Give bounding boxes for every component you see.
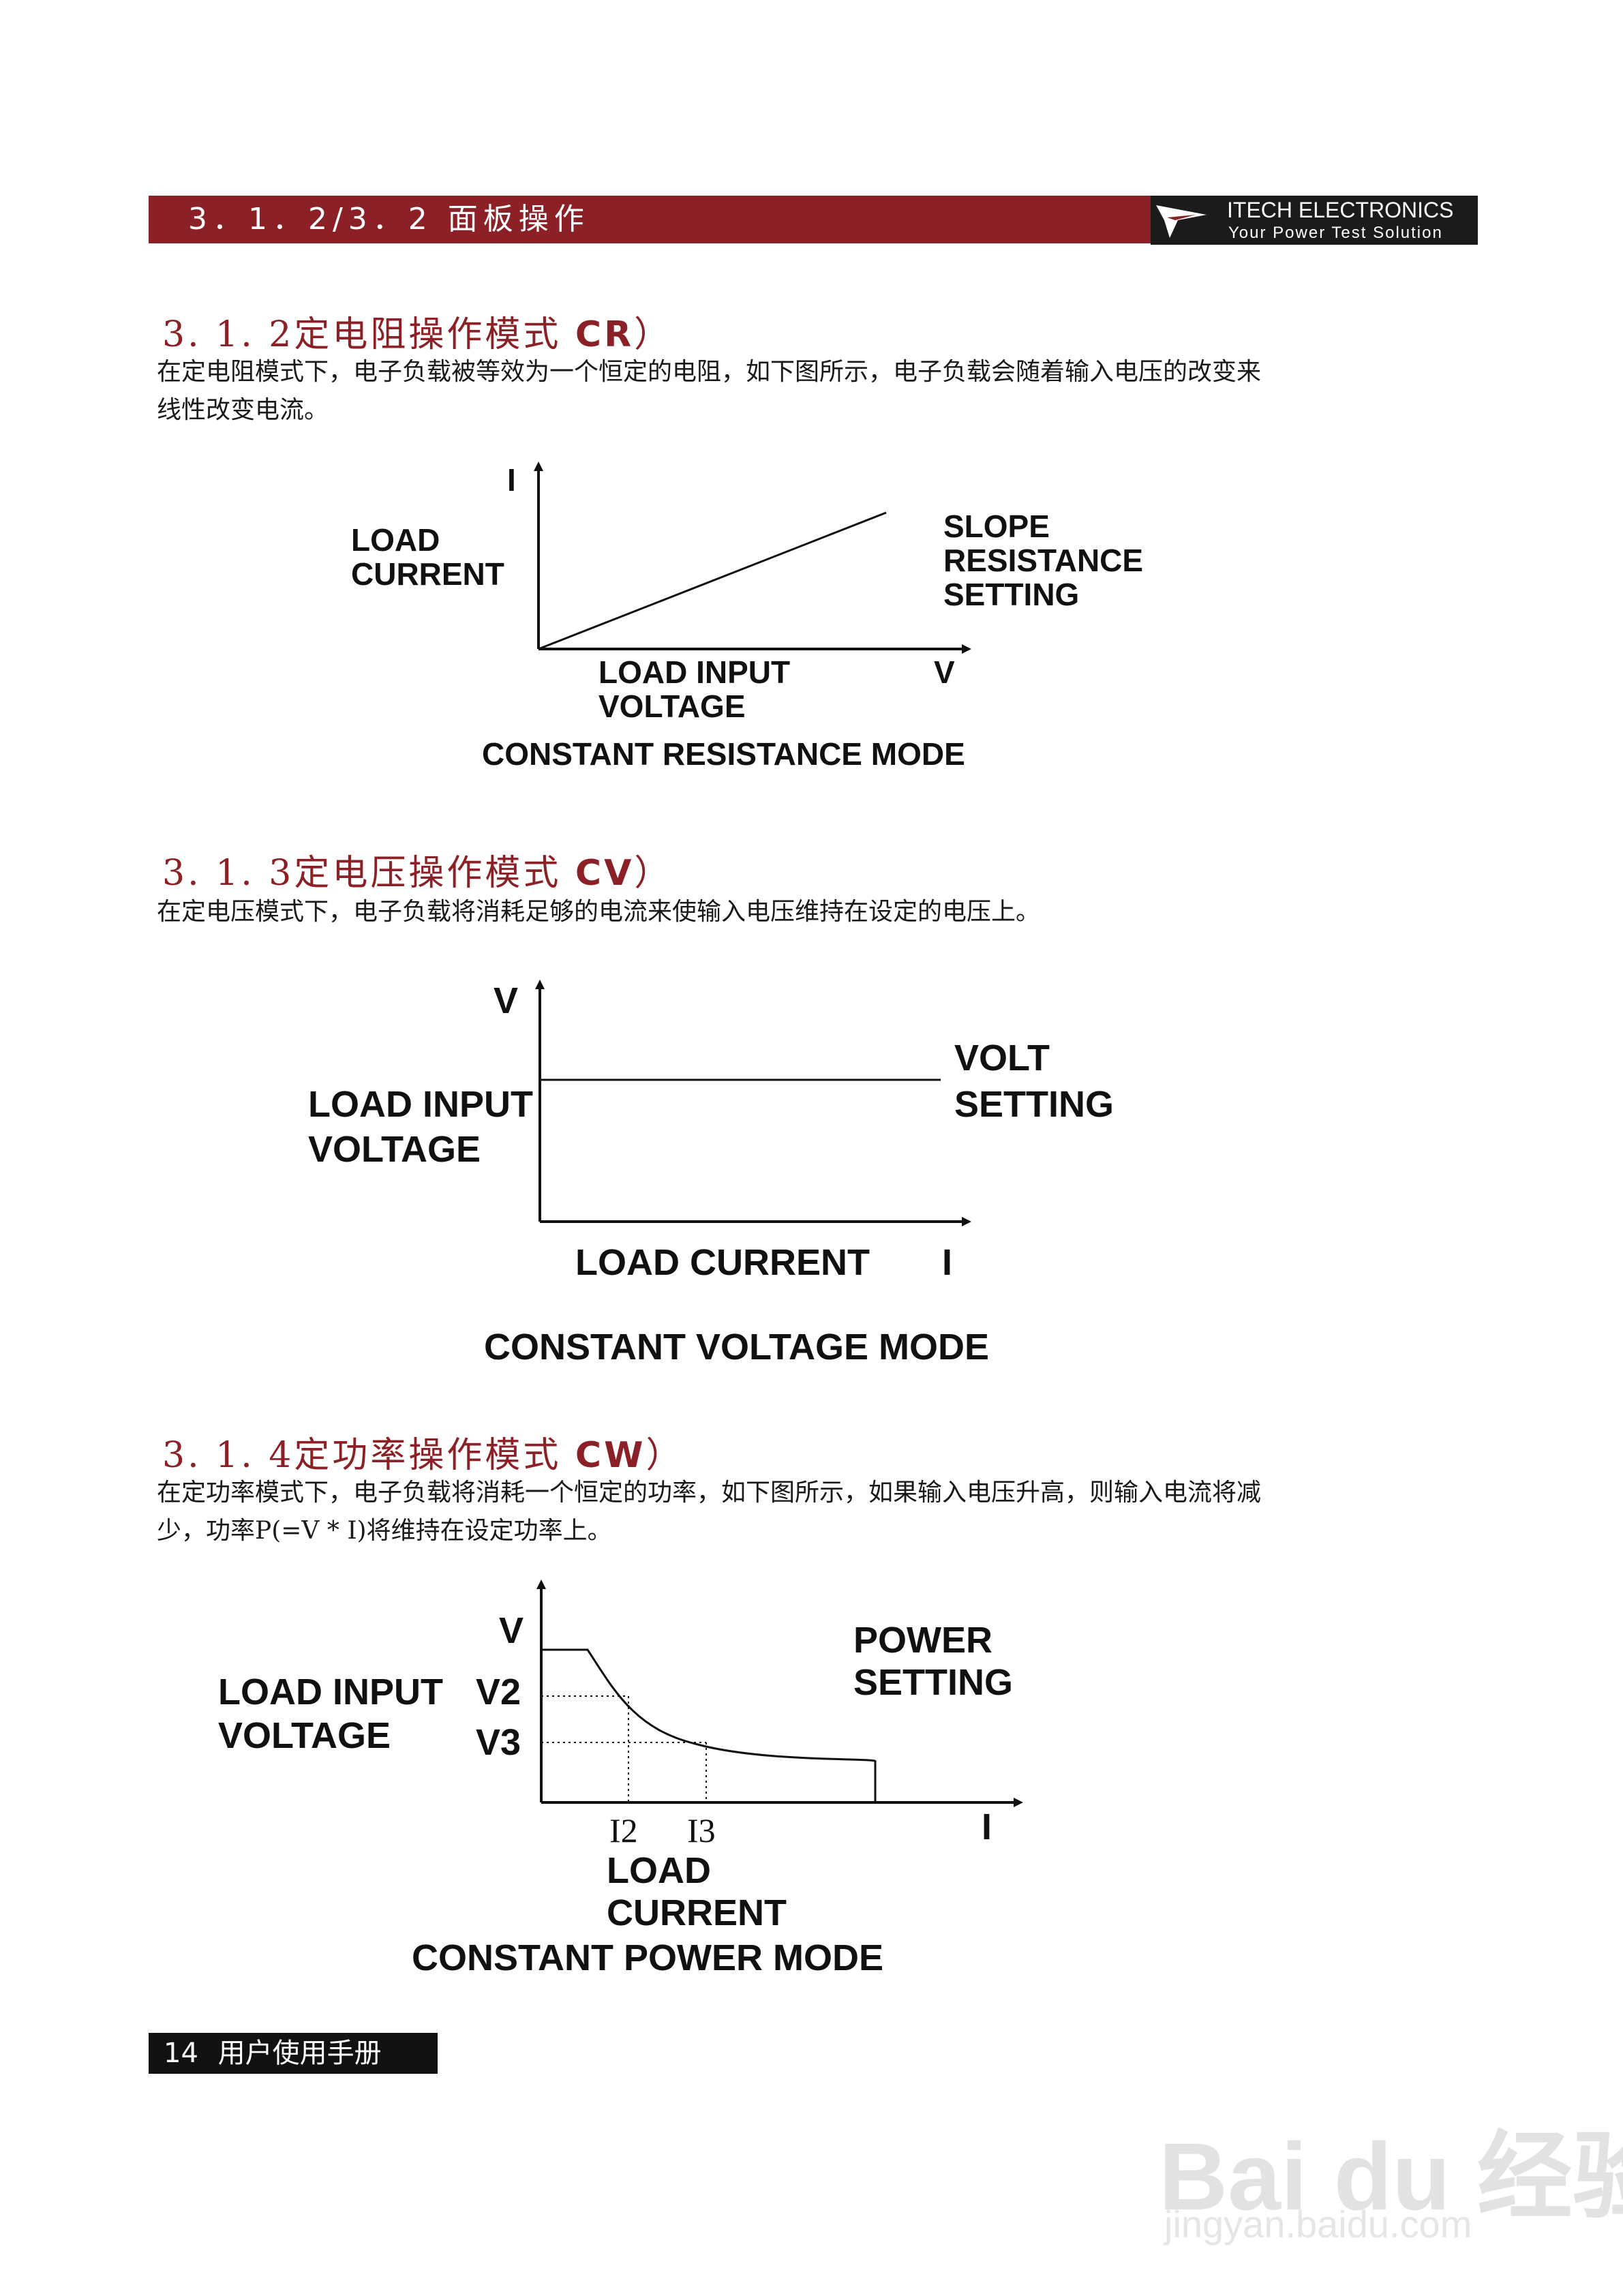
section-cr-paragraph: 在定电阻模式下，电子负载被等效为一个恒定的电阻，如下图所示，电子负载会随着输入电… bbox=[157, 358, 1262, 424]
logo-slogan: Your Power Test Solution bbox=[1228, 224, 1443, 242]
cw-annotation-line2: SETTING bbox=[853, 1662, 1013, 1703]
cv-x-label: LOAD CURRENT bbox=[575, 1242, 870, 1283]
section-close: ） bbox=[634, 853, 673, 894]
section-code: CW bbox=[575, 1435, 646, 1476]
section-cw-paragraph: 在定功率模式下，电子负载将消耗一个恒定的功率，如下图所示，如果输入电压升高，则输… bbox=[157, 1479, 1262, 1545]
footer-box bbox=[149, 2033, 438, 2074]
section-title-cn: 定电压操作模式 bbox=[294, 853, 562, 894]
section-cr-title: 3. 1. 2定电阻操作模式 CR） bbox=[162, 305, 672, 357]
cr-y-axis-symbol: I bbox=[507, 462, 516, 498]
cr-diagram: I LOAD CURRENT SLOPE RESISTANCE SETTING … bbox=[351, 462, 1143, 772]
cr-slope-line bbox=[538, 511, 887, 650]
section-number: 3. 1. 3 bbox=[162, 853, 294, 894]
logo-name: ITECH ELECTRONICS bbox=[1227, 198, 1454, 222]
cv-y-label-line2: VOLTAGE bbox=[308, 1129, 481, 1170]
cw-x-label-line1: LOAD bbox=[607, 1850, 711, 1891]
cw-annotation-line1: POWER bbox=[853, 1620, 992, 1661]
page-number: 14 bbox=[164, 2038, 198, 2069]
baidu-watermark-url: jingyan.baidu.com bbox=[1164, 2203, 1472, 2246]
section-code: CR bbox=[575, 314, 635, 355]
cv-diagram: V LOAD INPUT VOLTAGE VOLT SETTING LOAD C… bbox=[308, 980, 1114, 1368]
cw-diagram: V LOAD INPUT VOLTAGE V2 V3 I2 I3 I POWER… bbox=[218, 1580, 1023, 1978]
itech-logo bbox=[1151, 196, 1478, 245]
cr-annotation-line2: RESISTANCE bbox=[943, 543, 1143, 578]
itech-logo-icon bbox=[1156, 205, 1207, 238]
section-close: ） bbox=[646, 1435, 684, 1476]
cw-power-curve bbox=[541, 1648, 877, 1802]
cv-y-axis-symbol: V bbox=[494, 980, 518, 1021]
header-title: 3．1．2/3．2 面板操作 bbox=[188, 202, 590, 237]
baidu-watermark: Bai du 经验 bbox=[1159, 2123, 1623, 2230]
cr-caption: CONSTANT RESISTANCE MODE bbox=[482, 736, 965, 772]
cw-y-label-line2: VOLTAGE bbox=[218, 1715, 391, 1756]
header-bar bbox=[149, 196, 1151, 243]
cw-y-label-line1: LOAD INPUT bbox=[218, 1672, 443, 1712]
cw-i2-label: I2 bbox=[609, 1811, 638, 1849]
footer-text: 14 用户使用手册 bbox=[164, 2033, 382, 2074]
section-cw-title: 3. 1. 4定功率操作模式 CW） bbox=[162, 1426, 684, 1477]
cw-i3-label: I3 bbox=[687, 1811, 716, 1849]
cv-annotation-line2: SETTING bbox=[954, 1084, 1114, 1125]
section-code: CV bbox=[575, 853, 635, 894]
section-cv-paragraph: 在定电压模式下，电子负载将消耗足够的电流来使输入电压维持在设定的电压上。 bbox=[157, 898, 1041, 926]
section-title-cn: 定功率操作模式 bbox=[294, 1435, 562, 1476]
cv-x-axis-symbol: I bbox=[942, 1242, 952, 1283]
cw-x-label-line2: CURRENT bbox=[607, 1892, 787, 1933]
section-number: 3. 1. 2 bbox=[162, 314, 294, 355]
section-close: ） bbox=[634, 314, 673, 355]
cr-x-axis-symbol: V bbox=[934, 654, 955, 690]
cv-y-label-line1: LOAD INPUT bbox=[308, 1084, 533, 1125]
cr-x-label-line2: VOLTAGE bbox=[598, 689, 746, 724]
section-number: 3. 1. 4 bbox=[162, 1435, 294, 1476]
section-title-cn: 定电阻操作模式 bbox=[294, 314, 562, 355]
section-cv-title: 3. 1. 3定电压操作模式 CV） bbox=[162, 844, 672, 895]
cw-x-axis-symbol: I bbox=[982, 1807, 992, 1847]
cw-y-axis-symbol: V bbox=[499, 1610, 524, 1651]
cw-v3-label: V3 bbox=[476, 1722, 521, 1763]
cr-y-label-line2: CURRENT bbox=[351, 556, 504, 592]
cr-x-label-line1: LOAD INPUT bbox=[598, 654, 790, 690]
cr-annotation-line1: SLOPE bbox=[943, 509, 1050, 544]
cv-caption: CONSTANT VOLTAGE MODE bbox=[484, 1327, 989, 1368]
footer-label: 用户使用手册 bbox=[217, 2038, 382, 2069]
cw-caption: CONSTANT POWER MODE bbox=[412, 1937, 883, 1978]
cr-annotation-line3: SETTING bbox=[943, 577, 1079, 612]
cv-annotation-line1: VOLT bbox=[954, 1038, 1050, 1078]
cw-v2-label: V2 bbox=[476, 1672, 521, 1712]
cr-y-label-line1: LOAD bbox=[351, 522, 440, 558]
